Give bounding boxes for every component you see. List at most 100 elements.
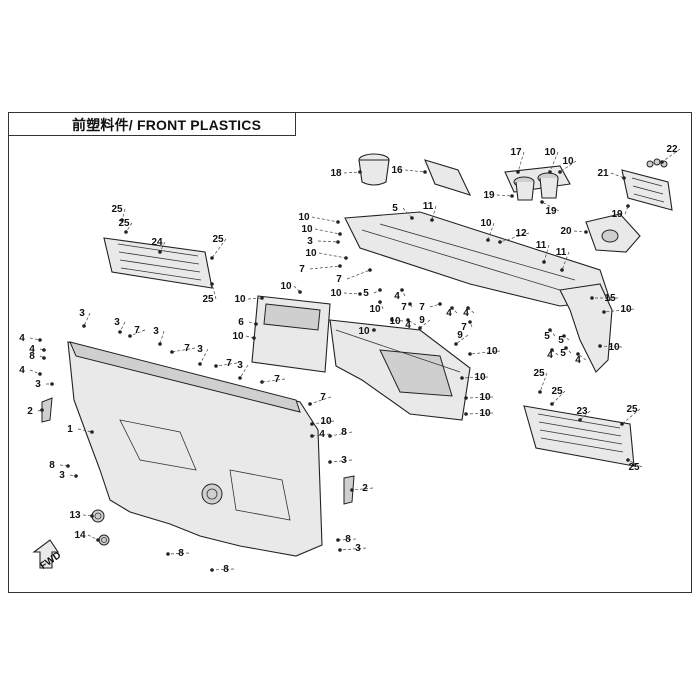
callout-c23: 23 [576,406,588,417]
callout-c25c: 25 [212,234,224,245]
callout-c10f: 10 [305,248,317,259]
fastener-dot-c10n [468,352,472,356]
leader-line-c10n [469,350,501,355]
callout-c25f: 25 [551,386,563,397]
fastener-dot-c4f [42,348,46,352]
callout-c24: 24 [151,237,163,248]
callout-c3f: 3 [237,360,243,371]
fastener-dot-c10h [378,300,382,304]
fastener-dot-c20 [584,230,588,234]
fastener-dot-c7j [308,402,312,406]
callout-c10s: 10 [320,416,332,427]
fastener-dot-c25d [210,282,214,286]
fastener-dot-c4i [38,372,42,376]
fastener-dot-c7d [408,302,412,306]
fastener-dot-c14 [96,538,100,542]
leader-line-c25a [121,208,126,221]
fastener-dot-c8b [66,464,70,468]
callout-c4c: 4 [446,308,452,319]
leader-line-c4f [39,348,45,351]
fastener-dot-c25c [210,256,214,260]
leader-line-c25b [125,222,133,233]
callout-c11b: 11 [536,240,547,251]
callout-c25g: 25 [626,404,638,415]
callout-c8d: 8 [178,548,184,559]
fwd-arrow-icon: FWD [32,539,63,572]
fastener-dot-c11b [542,260,546,264]
leader-line-c7g [171,347,196,353]
leader-line-c25h [627,459,643,468]
part-9-center-storage [329,319,471,421]
callout-c10d: 10 [301,224,313,235]
callout-c3g: 3 [35,379,41,390]
callout-c7b: 7 [336,274,342,285]
leader-line-c10b [559,160,577,173]
fastener-dot-c2b [350,488,354,492]
callout-c7e: 7 [461,322,467,333]
fastener-dot-c9 [418,326,422,330]
leader-line-c10j [247,297,263,300]
part-2-right-clip [343,475,355,505]
callout-c7c: 7 [419,302,425,313]
callout-c19b: 19 [545,206,557,217]
leader-line-c16 [404,169,426,173]
fastener-dot-c5d [562,334,566,338]
leader-line-c10e [487,222,495,241]
callout-c11a: 11 [423,201,434,212]
leader-line-c23 [579,410,591,421]
fastener-dot-c3h [74,474,78,478]
callout-c4b: 4 [405,320,411,331]
leader-line-c3f [239,364,249,379]
callout-c14: 14 [74,530,86,541]
callout-c4a: 4 [394,291,400,302]
leader-line-c7i [261,378,286,383]
callout-c6: 6 [238,317,244,328]
callout-c4e: 4 [19,333,25,344]
leader-line-c7h [215,362,238,367]
callout-c3e: 3 [197,344,203,355]
fastener-dot-c7e [468,320,472,324]
leader-line-c25c [211,238,227,259]
fastener-dot-c8c [328,434,332,438]
callout-c7j: 7 [320,392,326,403]
callout-c10g: 10 [330,288,342,299]
fastener-dot-c24 [158,250,162,254]
callout-c21: 21 [597,168,609,179]
leader-line-c25g [621,408,641,425]
callout-c10e: 10 [480,218,492,229]
leader-line-c22 [661,148,681,163]
part-17-dual-cup-holder [504,165,571,201]
callout-c2a: 2 [27,406,33,417]
fastener-dot-c4e [38,338,42,342]
leader-line-c7b [346,269,371,280]
callout-c10o: 10 [620,304,632,315]
callout-c10l: 10 [232,331,244,342]
callout-c10t: 10 [608,342,620,353]
leader-line-c17 [517,151,525,173]
leader-line-c3j [339,547,367,551]
leader-line-c4i [29,369,41,375]
fastener-dot-c3a [336,240,340,244]
leader-line-c7c [429,303,441,308]
leader-line-c10p [461,376,489,379]
leader-line-c19a [496,194,513,197]
callout-c5a: 5 [392,203,398,214]
callout-c10h: 10 [369,304,381,315]
fastener-dot-c4d [466,306,470,310]
leader-line-c7a [309,265,341,270]
part-1-lower-dash-panel [67,341,323,557]
fastener-dot-c4c [450,306,454,310]
fastener-dot-c16 [423,170,427,174]
part-24-left-grille [103,237,213,289]
leader-lines [29,148,681,572]
title-box [8,112,296,136]
leader-line-c20 [573,230,587,233]
callout-c10i: 10 [358,326,370,337]
callout-c3h: 3 [59,470,65,481]
fastener-dot-c22 [660,160,664,164]
callout-c1: 1 [67,424,73,435]
fastener-dot-c25e [538,390,542,394]
callout-c10n: 10 [486,346,498,357]
leader-line-c8e [337,538,357,541]
fastener-dot-c25b [124,230,128,234]
